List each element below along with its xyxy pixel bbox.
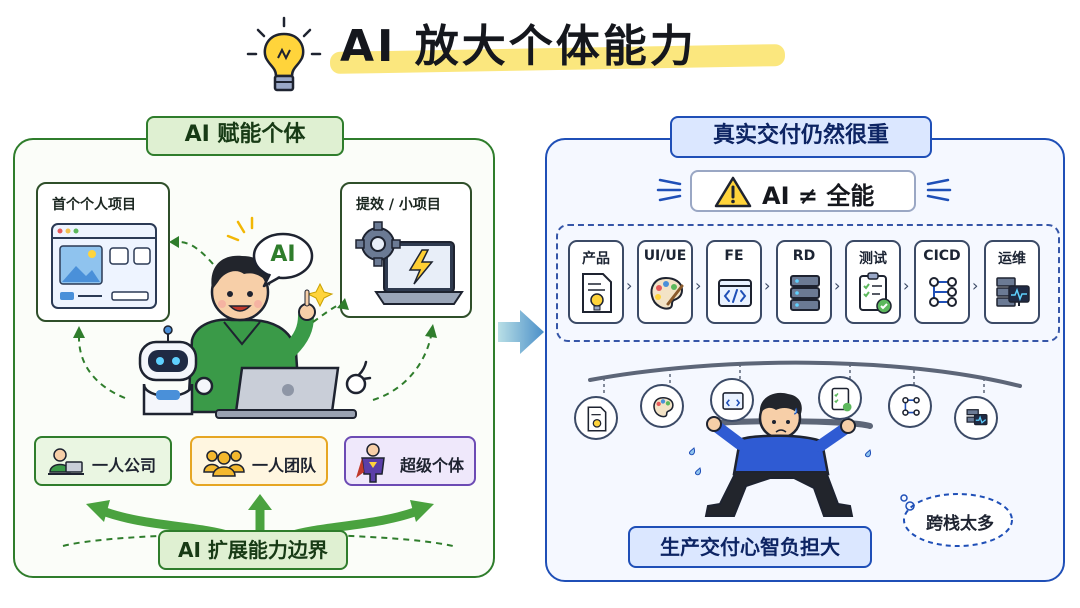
speech-bubble-text: AI <box>270 242 296 267</box>
stage-product-label: 产品 <box>582 251 610 267</box>
stage-arrow: › <box>695 276 702 295</box>
pipeline-icon <box>929 277 957 307</box>
thought-bubble-shape <box>900 493 1013 547</box>
warning-lines-right <box>926 178 952 202</box>
stage-testing-label: 测试 <box>859 251 887 267</box>
role-one-person-team-label: 一人团队 <box>252 456 317 475</box>
role-super-individual-label: 超级个体 <box>400 456 465 475</box>
monitor-server-icon <box>966 409 988 426</box>
stage-rd: RD <box>776 240 832 324</box>
transition-arrow-icon <box>498 310 544 354</box>
stage-testing: 测试 <box>845 240 901 324</box>
document-bulb-icon <box>587 406 607 432</box>
gear-laptop-icon <box>355 221 464 305</box>
stage-fe-label: FE <box>724 248 744 264</box>
warning-lines-left <box>656 178 682 202</box>
stage-arrow: › <box>764 276 771 295</box>
pipeline-frame <box>556 224 1060 342</box>
role-super-individual: 超级个体 <box>344 436 476 486</box>
palette-icon <box>653 396 674 418</box>
stage-ui-ue-label: UI/UE <box>643 248 687 264</box>
burden-illustration <box>588 360 1022 517</box>
page-title: AI 放大个体能力 <box>340 21 697 72</box>
person-with-laptop-illustration <box>138 216 372 419</box>
checklist-icon <box>831 387 852 412</box>
stage-fe: FE <box>706 240 762 324</box>
stage-arrow: › <box>626 276 633 295</box>
role-one-person-company-label: 一人公司 <box>92 456 157 475</box>
hanging-code-window <box>710 378 754 422</box>
stage-ops-label: 运维 <box>998 251 1026 267</box>
code-window-icon <box>718 279 752 307</box>
team-icon <box>203 450 245 477</box>
pipeline-icon <box>902 396 920 416</box>
lightbulb-icon <box>246 16 322 92</box>
warning-box: AI ≠ 全能 <box>690 170 916 212</box>
stage-product: 产品 <box>568 240 624 324</box>
cross-stack-text: 跨栈太多 <box>926 514 994 534</box>
speech-bubble-shape <box>252 232 314 288</box>
monitor-server-icon <box>996 277 1030 307</box>
stage-rd-label: RD <box>792 248 816 264</box>
palette-icon <box>650 276 684 310</box>
hanging-monitor-server <box>954 396 998 440</box>
server-icon <box>790 275 820 311</box>
card-efficiency: 提效 / 小项目 <box>340 182 472 318</box>
stage-ui-ue: UI/UE <box>637 240 693 324</box>
right-bottom-banner: 生产交付心智负担大 <box>628 526 872 568</box>
role-one-person-company: 一人公司 <box>34 436 172 486</box>
superhero-icon <box>356 443 385 483</box>
web-page-icon <box>51 223 157 309</box>
warning-icon <box>714 176 752 208</box>
left-panel-tag: AI 赋能个体 <box>146 116 344 156</box>
hanging-checklist <box>818 376 862 420</box>
document-bulb-icon <box>582 273 612 313</box>
right-panel-tag: 真实交付仍然很重 <box>670 116 932 158</box>
person-desk-icon <box>48 448 84 475</box>
card-first-project-label: 首个个人项目 <box>52 197 136 213</box>
stage-arrow: › <box>834 276 841 295</box>
hanging-palette <box>640 384 684 428</box>
hanging-pipeline <box>888 384 932 428</box>
stage-arrow: › <box>972 276 979 295</box>
left-bottom-banner: AI 扩展能力边界 <box>158 530 348 570</box>
hanging-document-bulb <box>574 396 618 440</box>
role-one-person-team: 一人团队 <box>190 436 328 486</box>
ai-speech-bubble: AI <box>252 232 314 288</box>
stage-cicd-label: CICD <box>923 248 961 264</box>
card-first-project: 首个个人项目 <box>36 182 170 322</box>
warning-text: AI ≠ 全能 <box>762 182 875 210</box>
stage-ops: 运维 <box>984 240 1040 324</box>
stage-cicd: CICD <box>914 240 970 324</box>
code-window-icon <box>722 392 744 410</box>
cross-stack-bubble: 跨栈太多 <box>896 490 1014 552</box>
card-efficiency-label: 提效 / 小项目 <box>356 197 441 213</box>
stage-arrow: › <box>903 276 910 295</box>
checklist-icon <box>859 272 892 314</box>
